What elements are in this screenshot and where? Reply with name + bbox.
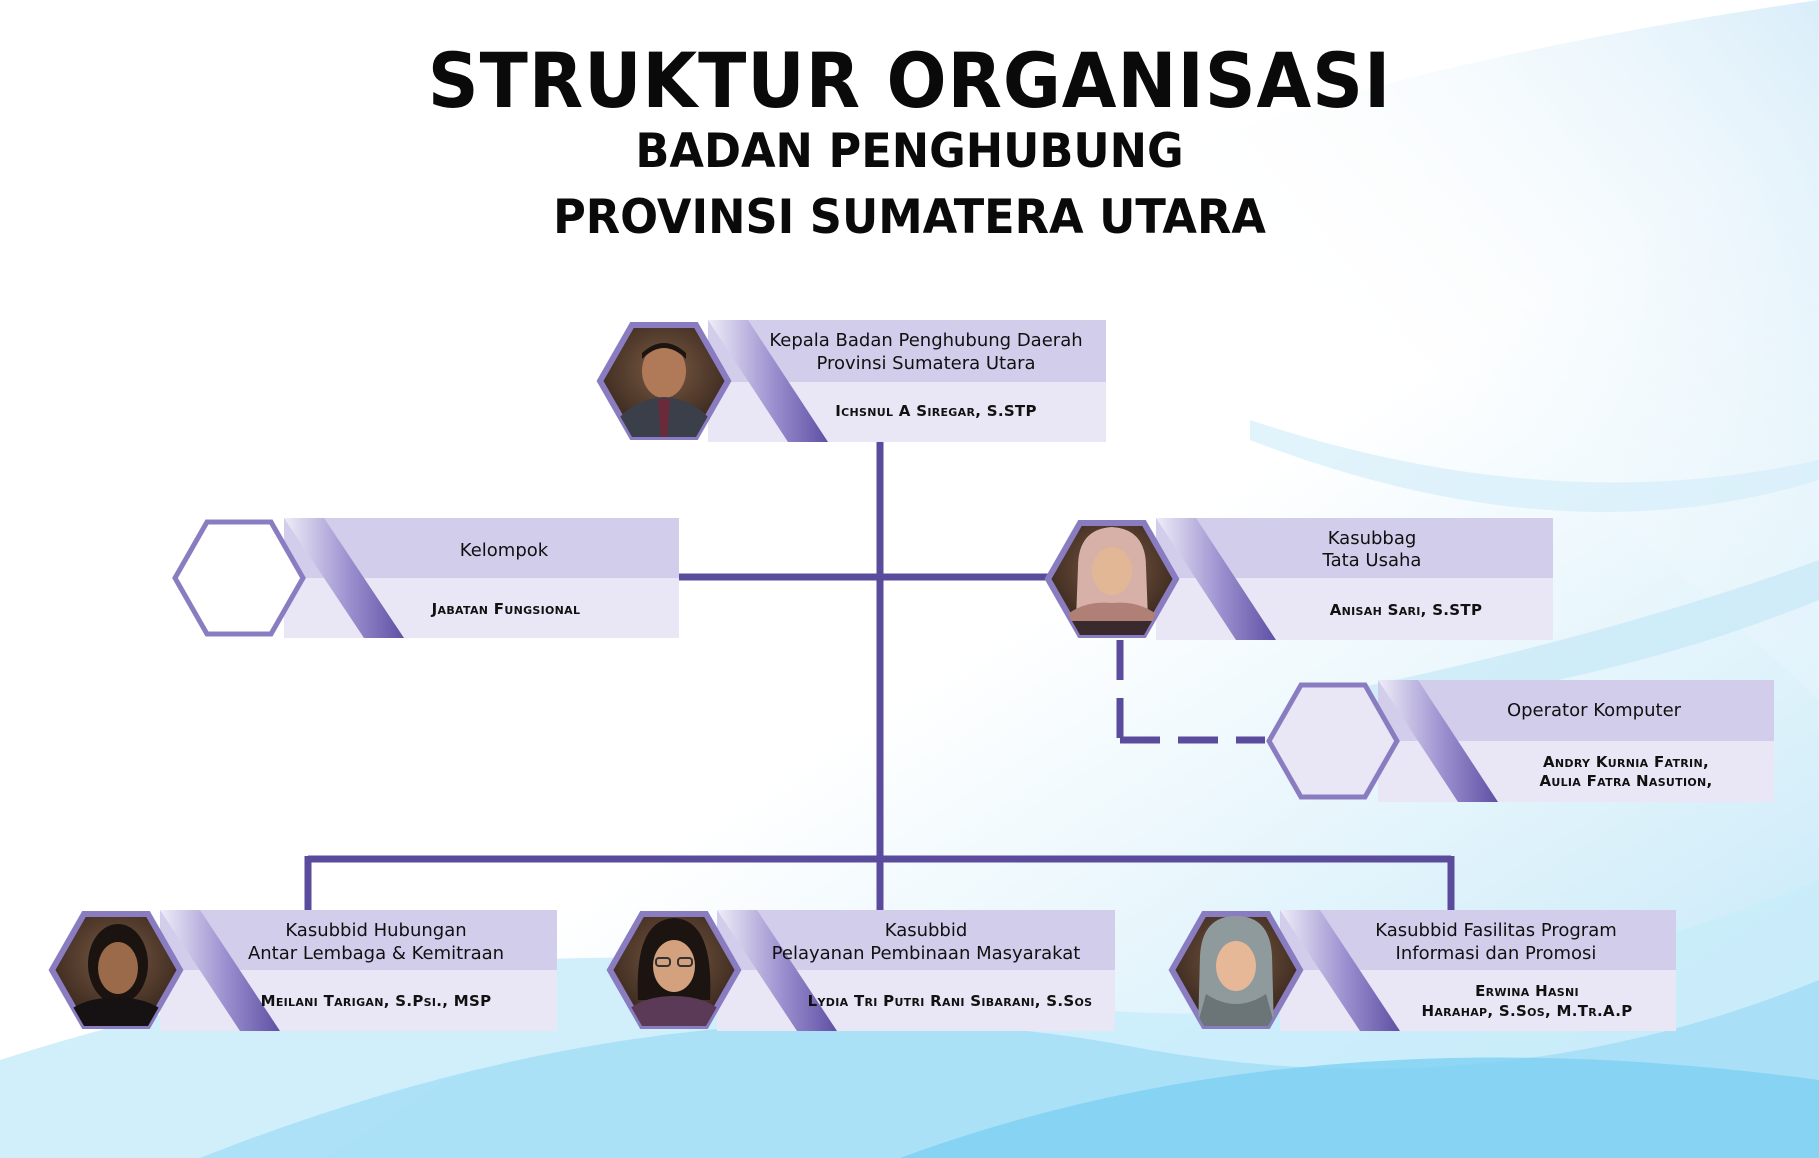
accent-stripe: [1280, 910, 1400, 1031]
role-line-2: Pelayanan Pembinaan Masyarakat: [772, 943, 1081, 964]
role-line-1: Kasubbid Fasilitas Program: [1375, 920, 1617, 941]
person-name: Jabatan Fungsional: [431, 600, 581, 618]
role-line-2: Provinsi Sumatera Utara: [816, 353, 1035, 374]
person-name: Lydia Tri Putri Rani Sibarani, S.Sos: [808, 992, 1093, 1010]
connector-lines: [304, 438, 1455, 910]
node-kasubbid-hubungan: Kasubbid Hubungan Antar Lembaga & Kemitr…: [48, 910, 557, 1031]
accent-stripe: [1156, 518, 1276, 640]
role-line-1: Kelompok: [460, 540, 549, 561]
person-name-2: Harahap, S.Sos, M.Tr.A.P: [1421, 1002, 1632, 1020]
role-line-2: Antar Lembaga & Kemitraan: [248, 943, 504, 964]
page-title: STRUKTUR ORGANISASI: [427, 36, 1392, 125]
accent-stripe: [160, 910, 280, 1031]
accent-stripe: [717, 910, 837, 1031]
role-line-1: Kasubbag: [1328, 528, 1417, 549]
person-name-1: Erwina Hasni: [1475, 982, 1579, 1000]
avatar: [48, 911, 184, 1029]
person-name: Meilani Tarigan, S.Psi., MSP: [261, 992, 492, 1010]
role-line-1: Kasubbid: [885, 920, 968, 941]
empty-avatar: [172, 519, 306, 637]
person-name: Ichsnul A Siregar, S.STP: [835, 402, 1037, 420]
avatar: [1168, 911, 1304, 1029]
avatar: [596, 322, 732, 440]
role-line-2: Informasi dan Promosi: [1396, 943, 1597, 964]
role-line-2: Tata Usaha: [1322, 550, 1422, 571]
accent-stripe: [284, 518, 404, 638]
role-line-1: Kasubbid Hubungan: [285, 920, 466, 941]
role-line-1: Kepala Badan Penghubung Daerah: [769, 330, 1082, 351]
page-subtitle-1: BADAN PENGHUBUNG: [635, 124, 1184, 179]
node-kasubbid-fasilitas: Kasubbid Fasilitas Program Informasi dan…: [1168, 910, 1676, 1031]
accent-stripe: [1378, 680, 1498, 802]
avatar: [1044, 520, 1180, 638]
empty-avatar: [1266, 682, 1400, 800]
page-subtitle-2: PROVINSI SUMATERA UTARA: [553, 190, 1266, 245]
node-kepala-badan: Kepala Badan Penghubung Daerah Provinsi …: [596, 320, 1106, 442]
node-kelompok-fungsional: Kelompok Jabatan Fungsional: [172, 518, 679, 638]
person-name-1: Andry Kurnia Fatrin,: [1543, 753, 1709, 771]
role-line-1: Operator Komputer: [1507, 700, 1682, 721]
accent-stripe: [708, 320, 828, 442]
person-name-2: Aulia Fatra Nasution,: [1539, 772, 1712, 790]
node-kasubbid-pelayanan: Kasubbid Pelayanan Pembinaan Masyarakat …: [606, 910, 1115, 1031]
node-operator-komputer: Operator Komputer Andry Kurnia Fatrin, A…: [1266, 680, 1774, 802]
node-kasubbag-tata-usaha: Kasubbag Tata Usaha Anisah Sari, S.STP: [1044, 518, 1553, 640]
person-name: Anisah Sari, S.STP: [1330, 601, 1483, 619]
avatar: [606, 911, 742, 1029]
